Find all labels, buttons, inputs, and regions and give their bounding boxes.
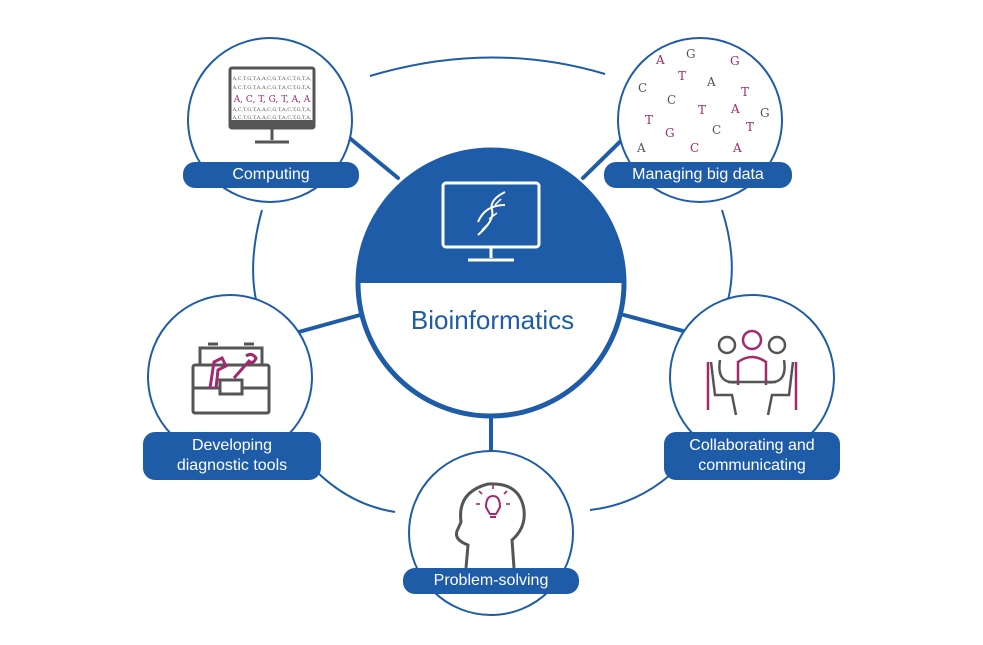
center-title: Bioinformatics: [410, 305, 575, 335]
arc-bottom-left: [314, 469, 396, 513]
svg-text:C: C: [667, 93, 676, 107]
svg-text:T: T: [645, 113, 653, 127]
outer-ring-arcs: [252, 56, 733, 513]
svg-text:A: A: [655, 53, 665, 67]
center-top-half: [358, 150, 624, 283]
monitor-dna-icon: [441, 181, 541, 262]
circle-big-data: [617, 37, 783, 203]
seq-row-2: A,C,T,G,T,A,A,C,G,T,A,C,T,G,T,A,: [232, 85, 312, 91]
svg-text:G: G: [686, 47, 696, 61]
label-collaborating-line1: Collaborating and: [689, 437, 815, 454]
label-big-data: Managing big data: [604, 162, 792, 188]
dna-letters-cloud: A G T C A G C T A T G T C T A G C A: [636, 47, 770, 155]
svg-text:G: G: [760, 106, 770, 120]
arc-top: [369, 56, 606, 77]
label-problem-solving-text: Problem-solving: [433, 572, 549, 589]
svg-text:A: A: [732, 141, 742, 155]
svg-text:A: A: [706, 75, 716, 89]
svg-text:T: T: [746, 120, 754, 134]
seq-row-highlight: A, C, T, G, T, A, A: [233, 95, 311, 105]
label-diagnostic: Developing diagnostic tools: [143, 432, 321, 480]
svg-text:T: T: [698, 103, 706, 117]
svg-text:A: A: [636, 141, 646, 155]
label-computing-text: Computing: [232, 166, 310, 183]
svg-text:T: T: [741, 85, 749, 99]
svg-text:C: C: [638, 81, 647, 95]
label-collaborating: Collaborating and communicating: [664, 432, 840, 480]
svg-text:T: T: [678, 69, 686, 83]
label-diagnostic-line2: diagnostic tools: [176, 457, 288, 474]
arc-left: [252, 209, 263, 301]
svg-text:C: C: [690, 141, 699, 155]
arc-right: [721, 209, 733, 301]
label-computing: Computing: [183, 162, 359, 188]
arc-bottom-right: [589, 474, 671, 511]
seq-row-3: A,C,T,G,T,A,A,C,G,T,A,C,T,G,T,A,: [232, 107, 312, 113]
label-collaborating-line2: communicating: [698, 457, 806, 474]
toolbox-icon: [191, 342, 271, 415]
svg-text:C: C: [712, 123, 721, 137]
head-lightbulb-icon: [455, 482, 526, 569]
seq-row-4: A,C,T,G,T,A,A,C,G,T,A,C,T,G,T,A,: [232, 115, 312, 121]
team-meeting-icon: [706, 329, 798, 416]
label-problem-solving: Problem-solving: [403, 568, 579, 594]
svg-text:G: G: [730, 54, 740, 68]
svg-text:G: G: [665, 126, 675, 140]
label-big-data-text: Managing big data: [632, 166, 764, 183]
seq-row-1: A,C,T,G,T,A,A,C,G,T,A,C,T,G,T,A,: [232, 76, 312, 82]
center-node: [355, 147, 627, 419]
label-diagnostic-line1: Developing: [191, 437, 273, 454]
svg-text:A: A: [730, 102, 740, 116]
computer-monitor-icon: A,C,T,G,T,A,A,C,G,T,A,C,T,G,T,A, A,C,T,G…: [228, 66, 316, 144]
